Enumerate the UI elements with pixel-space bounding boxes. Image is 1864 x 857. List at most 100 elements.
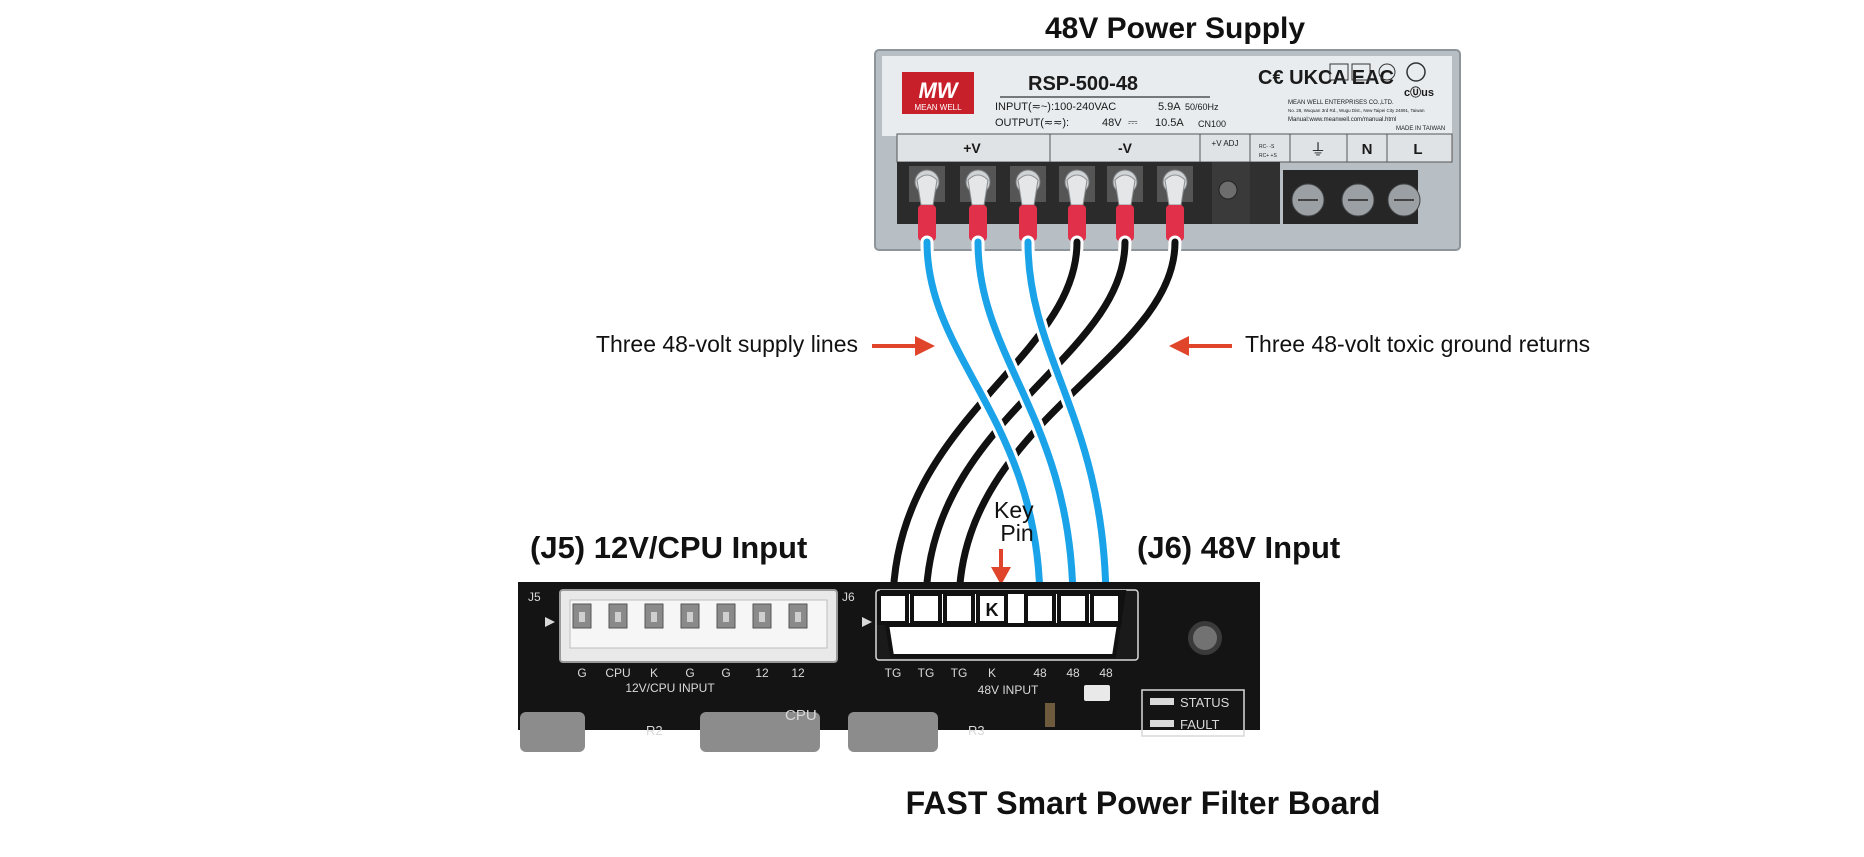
j6-pin-label: TG: [885, 666, 902, 680]
j6-pin1-marker-icon: [862, 617, 872, 627]
key-pin-label: Key Pin: [994, 497, 1040, 546]
cert-icon: [1329, 63, 1349, 81]
j6-pin-label: TG: [918, 666, 935, 680]
logo-mark: MW: [918, 78, 959, 103]
j6-pin-cell: [943, 592, 975, 625]
spade-lug: [1066, 174, 1088, 206]
j5-pin-label: G: [577, 666, 586, 680]
fuse-holder: [848, 712, 938, 752]
terminal-label-l: L: [1413, 141, 1422, 158]
supply-arrow-icon: [872, 336, 935, 356]
j5-pin1-marker-icon: [545, 617, 555, 627]
j5-pin-contact: [579, 612, 585, 622]
crimp-sleeve: [1019, 205, 1037, 241]
spade-lug: [1114, 174, 1136, 206]
remote-sense-block: [1250, 162, 1280, 224]
smd-component: [1045, 703, 1055, 727]
mean-well-logo: MW MEAN WELL: [902, 72, 974, 114]
j6-pin-label: K: [988, 666, 996, 680]
terminal-label-rc-plus: RC+ +S: [1259, 153, 1277, 159]
psu-input-label: INPUT(≂~):100-240VAC: [995, 101, 1116, 113]
fuse-holder: [700, 712, 820, 752]
supply-wire: [1024, 238, 1110, 609]
terminal-label-n: N: [1362, 141, 1373, 158]
fuse-holder: [520, 712, 585, 752]
r3-label: R3: [968, 723, 985, 738]
psu-maker-name: MEAN WELL ENTERPRISES CO.,LTD.: [1288, 100, 1394, 106]
j5-pin-label: 12: [791, 666, 805, 680]
key-pin-marker: K: [986, 600, 999, 620]
r2-label: R2: [646, 723, 663, 738]
status-fault-box: [1141, 689, 1245, 737]
j6-heading: (J6) 48V Input: [1137, 530, 1340, 565]
j5-heading: (J5) 12V/CPU Input: [530, 530, 807, 565]
spade-lug: [1164, 174, 1186, 206]
j6-pin-cell: [1090, 592, 1122, 625]
terminal-label-vplus: +V: [963, 140, 981, 156]
spade-lug: [967, 174, 989, 206]
j6-pin-cell: [976, 592, 1008, 625]
crimp-sleeve: [1166, 205, 1184, 241]
dc-terminals: [909, 166, 1193, 241]
j5-pin-label: CPU: [605, 666, 630, 680]
vadj-knob-icon: [1218, 180, 1238, 200]
j5-caption: 12V/CPU INPUT: [625, 681, 715, 695]
cert-marks: C€ UKCA EAC: [1258, 67, 1394, 89]
j6-pin-label: 48: [1033, 666, 1047, 680]
ul-mark: cⓊus: [1404, 85, 1434, 99]
key-pin-label-line: Pin: [1000, 520, 1033, 546]
j5-pin-contact: [615, 612, 621, 622]
j6-pin-label: 48: [1066, 666, 1080, 680]
dc-symbol: ⎓: [1128, 115, 1138, 129]
supply-wire: [974, 238, 1077, 609]
board-title: FAST Smart Power Filter Board: [906, 785, 1381, 821]
j5-pin-contact: [759, 612, 765, 622]
j5-pin-contact: [723, 612, 729, 622]
j5-pin-contact: [687, 612, 693, 622]
logo-brand-name: MEAN WELL: [914, 103, 962, 112]
wire-harness: [886, 235, 1182, 612]
spade-lug: [916, 174, 938, 206]
psu-manual-url: Manual:www.meanwell.com/manual.html: [1288, 117, 1396, 123]
terminal-label-rc-minus: RC- -S: [1259, 144, 1275, 150]
psu-model: RSP-500-48: [1028, 73, 1138, 95]
j6-pin-cells: K: [877, 592, 1122, 625]
supply-lines-label: Three 48-volt supply lines: [596, 331, 858, 357]
psu-made-in: MADE IN TAIWAN: [1396, 126, 1445, 132]
j5-pins: [572, 603, 808, 629]
cert-icon: [1378, 63, 1396, 81]
j6-pin-cell: [877, 592, 909, 625]
spade-lug: [1017, 174, 1039, 206]
psu-input-freq: 50/60Hz: [1185, 102, 1219, 112]
j5-pin-label: G: [685, 666, 694, 680]
psu-output-current: 10.5A: [1155, 117, 1184, 129]
crimp-sleeve: [969, 205, 987, 241]
ground-returns-label: Three 48-volt toxic ground returns: [1245, 331, 1590, 357]
j6-pin-cell: [910, 592, 942, 625]
psu-output-label: OUTPUT(≂≂):: [995, 117, 1069, 129]
psu-maker-address: No. 28, Wuquan 3rd Rd., Wugu Dist., New …: [1288, 108, 1425, 113]
terminal-label-vadj: +V ADJ: [1212, 139, 1239, 148]
psu-output-voltage: 48V: [1102, 117, 1122, 129]
psu-label-plate: [882, 56, 1452, 136]
j5-pin-contact: [651, 612, 657, 622]
j6-pin-cell: [1024, 592, 1056, 625]
j5-pin-label: 12: [755, 666, 769, 680]
j5-pin-label: G: [721, 666, 730, 680]
key-pin-label-line: Key: [994, 497, 1034, 523]
status-led-lens: [1193, 626, 1217, 650]
terminal-label-vminus: -V: [1118, 140, 1133, 156]
fault-label: FAULT: [1180, 717, 1220, 732]
ground-arrow-icon: [1169, 336, 1232, 356]
power-supply: 48V Power Supply MW MEAN WELL RSP-500-48…: [874, 12, 1461, 251]
smd-component: [1084, 685, 1110, 701]
psu-code: CN100: [1198, 119, 1226, 129]
crimp-sleeve: [1116, 205, 1134, 241]
crimp-sleeve: [1068, 205, 1086, 241]
j6-caption: 48V INPUT: [978, 683, 1039, 697]
cert-icon: [1406, 62, 1426, 82]
